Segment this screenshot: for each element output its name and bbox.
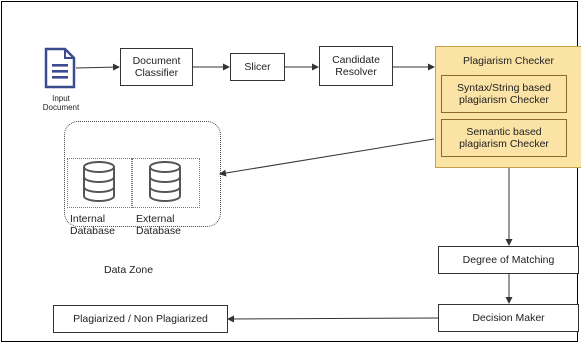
internal-database-icon bbox=[83, 161, 115, 202]
plagiarism-checker-title: Plagiarism Checker bbox=[462, 55, 555, 67]
degree-of-matching-box: Degree of Matching bbox=[438, 246, 579, 274]
result-box: Plagiarized / Non Plagiarized bbox=[53, 305, 228, 333]
arrow-checker-to-data-zone bbox=[219, 138, 435, 177]
slicer-box: Slicer bbox=[230, 53, 285, 81]
arrow-decision-to-result bbox=[227, 315, 439, 323]
external-database-label: External Database bbox=[136, 213, 181, 237]
arrow-input-to-classifier bbox=[75, 63, 120, 71]
document-classifier-box: Document Classifier bbox=[120, 48, 193, 86]
internal-database-label: Internal Database bbox=[70, 213, 115, 237]
document-icon bbox=[44, 47, 76, 89]
decision-maker-box: Decision Maker bbox=[438, 304, 579, 332]
external-database-icon bbox=[149, 161, 181, 202]
semantic-checker-box: Semantic based plagiarism Checker bbox=[441, 119, 567, 157]
data-zone-label: Data Zone bbox=[104, 264, 154, 276]
external-db-cell bbox=[132, 158, 200, 208]
internal-db-cell bbox=[67, 158, 132, 208]
input-document-label: Input Document bbox=[42, 94, 80, 112]
data-zone-boundary bbox=[64, 121, 221, 227]
syntax-checker-box: Syntax/String based plagiarism Checker bbox=[441, 75, 567, 113]
candidate-resolver-box: Candidate Resolver bbox=[319, 46, 393, 86]
